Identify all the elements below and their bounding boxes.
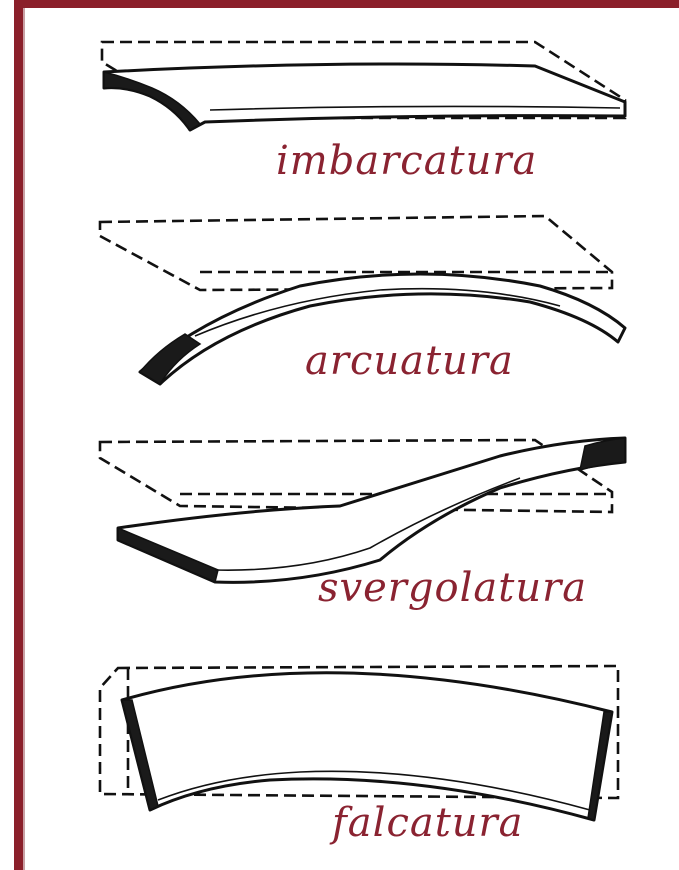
label-imbarcatura: imbarcatura: [276, 138, 537, 184]
board-twist: [100, 438, 625, 582]
board-cupping: [102, 42, 625, 130]
board-crook: [100, 666, 618, 820]
label-falcatura: falcatura: [332, 800, 524, 846]
label-svergolatura: svergolatura: [318, 565, 587, 611]
label-arcuatura: arcuatura: [305, 338, 514, 384]
